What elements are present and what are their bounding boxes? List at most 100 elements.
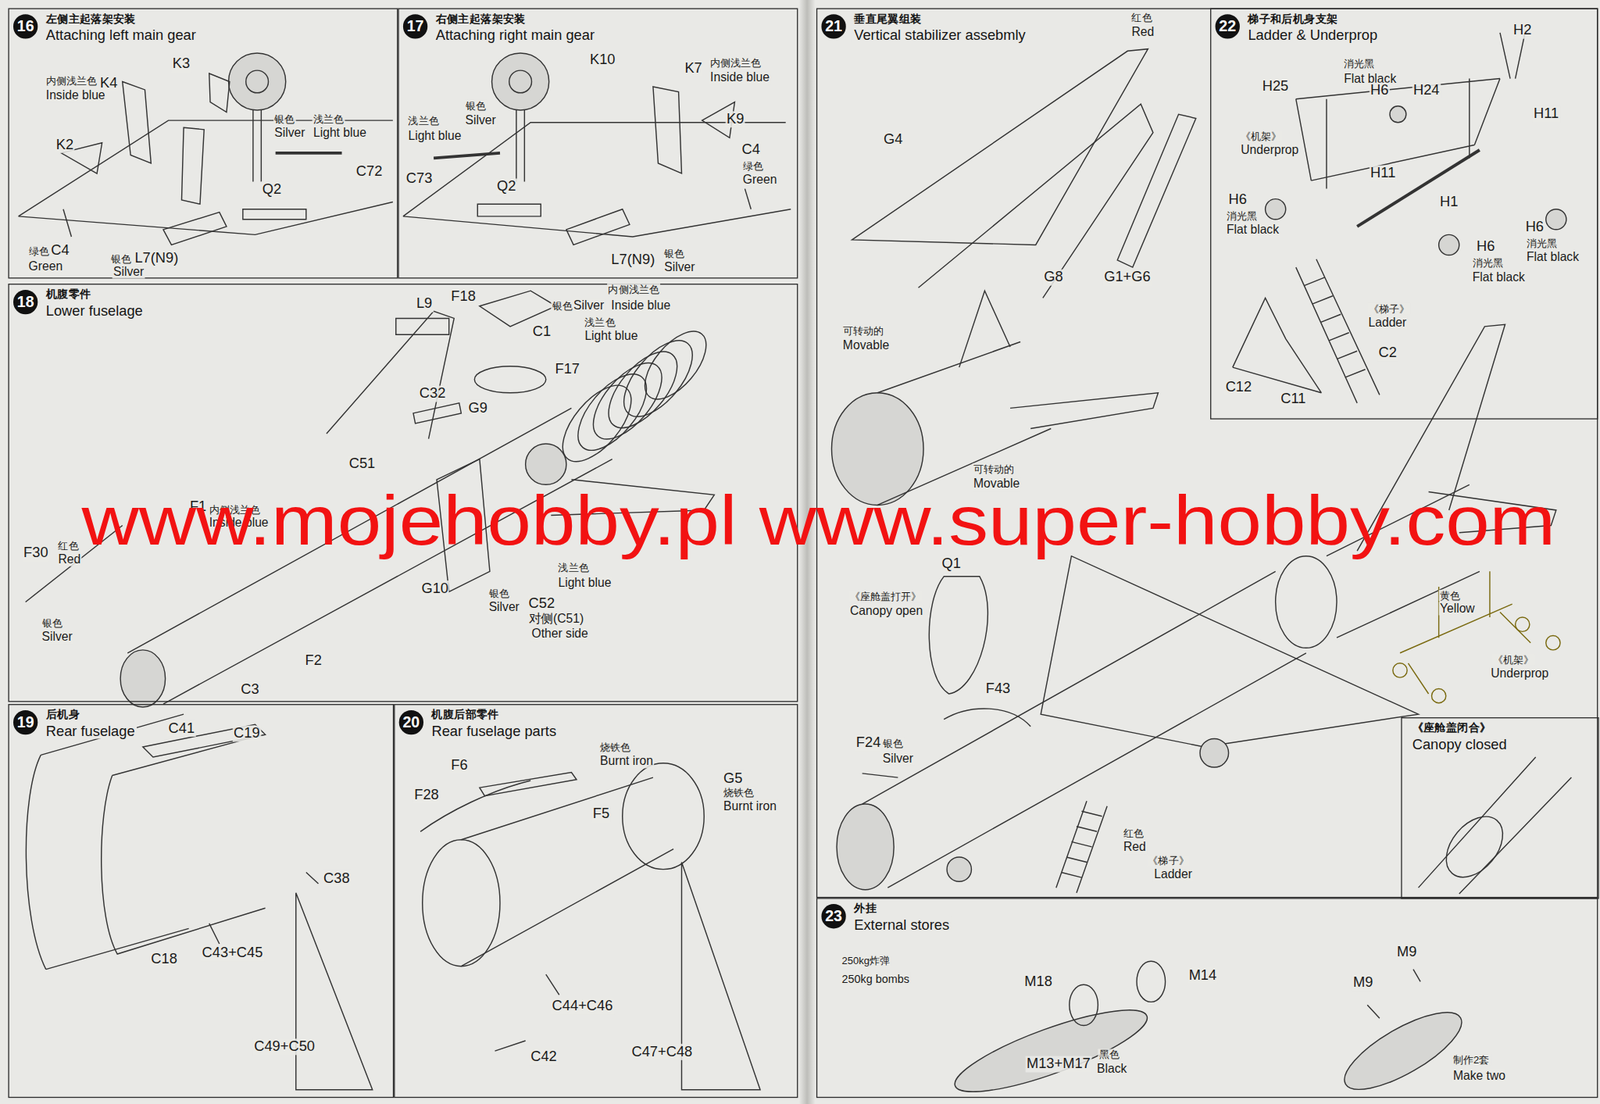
rear-fuselage-art-part xyxy=(142,724,266,758)
external-stores-art-part xyxy=(1136,960,1166,1002)
part-label: F30 xyxy=(22,545,50,561)
part-label: 绿色 xyxy=(27,245,50,257)
left-gear-art-part xyxy=(209,73,230,113)
part-label: 内侧浅兰色 xyxy=(607,283,661,295)
rear-fuselage-art-part xyxy=(296,892,373,1090)
rear-fuselage-art xyxy=(25,714,372,1090)
rear-parts-art-part xyxy=(460,777,674,967)
part-label: F2 xyxy=(303,653,323,669)
aircraft-art xyxy=(836,324,1572,894)
part-label: G8 xyxy=(1042,269,1065,286)
part-label: Silver xyxy=(40,629,74,643)
part-label: Inside blue xyxy=(610,298,672,312)
part-label: 银色 xyxy=(487,587,511,599)
right-gear-art-part xyxy=(653,86,683,174)
part-label: 250kg炸弹 xyxy=(840,954,891,966)
part-label: C1 xyxy=(531,323,552,340)
part-label: C32 xyxy=(418,385,447,402)
part-label: K4 xyxy=(99,75,119,92)
right-gear-art-part xyxy=(509,70,533,93)
watermark: www.mojehobby.pl www.super-hobby.com xyxy=(81,485,1556,555)
part-label: C73 xyxy=(405,170,434,186)
external-stores-art-part xyxy=(1334,998,1472,1104)
vertical-stabilizer-art-part xyxy=(918,103,1154,298)
part-label: Silver xyxy=(112,264,146,279)
vertical-stabilizer-art-part xyxy=(1010,392,1158,429)
right-gear-art-part xyxy=(744,189,751,210)
part-label: Yellow xyxy=(1439,601,1476,615)
part-label: 红色 xyxy=(57,539,80,551)
part-label: C49+C50 xyxy=(253,1039,316,1055)
part-label: M9 xyxy=(1396,943,1418,960)
right-gear-art-part xyxy=(492,53,550,111)
step-title-en: Canopy closed xyxy=(1410,735,1509,753)
vertical-stabilizer-art-part xyxy=(1117,114,1197,268)
part-label: Underprop xyxy=(1489,666,1550,680)
part-label: C4 xyxy=(50,242,71,259)
left-gear-art-part xyxy=(181,127,204,204)
lower-fuselage-art-part xyxy=(565,362,660,462)
right-gear-art-part xyxy=(433,153,500,159)
part-label: 黑色 xyxy=(1097,1048,1121,1060)
step-title-en: Rear fuselage xyxy=(43,722,137,740)
aircraft-art-part xyxy=(1056,800,1108,893)
step-panel: 21垂直尾翼组装Vertical stabilizer assebmly《座舱盖… xyxy=(816,7,1598,898)
part-label: F18 xyxy=(450,289,477,305)
part-label: H6 xyxy=(1369,82,1390,99)
rear-parts-art-part xyxy=(479,772,577,797)
left-gear-art-part xyxy=(122,81,152,163)
lower-fuselage-art-part xyxy=(633,321,718,411)
right-gear-art-part xyxy=(477,203,541,217)
aircraft-art-part xyxy=(1515,617,1530,632)
part-label: L9 xyxy=(415,296,434,312)
part-label: 可转动的 xyxy=(972,463,1016,475)
step-title-en: Attaching left main gear xyxy=(43,26,198,43)
part-label: C72 xyxy=(355,163,384,179)
part-label: 银色 xyxy=(110,253,133,265)
external-stores-art xyxy=(947,960,1472,1104)
part-label: Q1 xyxy=(940,556,962,572)
left-gear-art-part xyxy=(228,53,286,111)
part-label: 消光黑 xyxy=(1225,210,1259,222)
step-title-en: Ladder & Underprop xyxy=(1246,26,1380,43)
part-label: H24 xyxy=(1412,82,1441,99)
step-panel: 22梯子和后机身支架Ladder & Underprop xyxy=(1210,7,1598,419)
part-label: F17 xyxy=(553,361,581,378)
part-label: C51 xyxy=(347,456,376,472)
aircraft-art-part xyxy=(862,571,1307,888)
part-label: Green xyxy=(742,172,779,186)
part-label: 红色 xyxy=(1130,11,1154,23)
step-number: 23 xyxy=(821,903,846,929)
part-label: F6 xyxy=(450,757,469,773)
part-label: 《机架》 xyxy=(1492,653,1536,665)
part-label: 绿色 xyxy=(742,160,765,172)
part-label: 银色 xyxy=(273,113,297,125)
part-label: Light blue xyxy=(557,575,613,590)
part-label: 银色 xyxy=(663,247,686,259)
aircraft-art-part xyxy=(1418,757,1572,894)
ladder-underprop-art-part xyxy=(1546,209,1567,230)
part-label: 《机架》 xyxy=(1239,130,1283,142)
part-label: C44+C46 xyxy=(550,998,614,1015)
part-label: 消光黑 xyxy=(1525,237,1559,249)
part-label: 制作2套 xyxy=(1452,1053,1491,1065)
part-label: Green xyxy=(27,259,64,273)
rear-fuselage-art-part xyxy=(101,736,266,954)
part-label: Light blue xyxy=(583,328,640,343)
part-label: G5 xyxy=(722,770,744,786)
ladder-underprop-art-part xyxy=(1296,259,1380,404)
part-label: 红色 xyxy=(1122,827,1146,839)
lower-fuselage-art-part xyxy=(479,290,557,327)
part-label: Silver xyxy=(487,600,521,615)
lower-fuselage-art-part xyxy=(474,366,546,393)
part-label: 消光黑 xyxy=(1471,257,1504,268)
part-label: F24 xyxy=(855,735,883,751)
part-label: 浅兰色 xyxy=(312,113,346,125)
rear-fuselage-art-part xyxy=(209,872,319,944)
part-label: H11 xyxy=(1532,106,1561,122)
rear-parts-art-part xyxy=(422,839,500,967)
step-title-en: Rear fuselage parts xyxy=(429,722,559,740)
part-label: Light blue xyxy=(407,128,463,143)
part-label: M9 xyxy=(1352,975,1375,991)
right-gear-art-part xyxy=(516,110,525,182)
